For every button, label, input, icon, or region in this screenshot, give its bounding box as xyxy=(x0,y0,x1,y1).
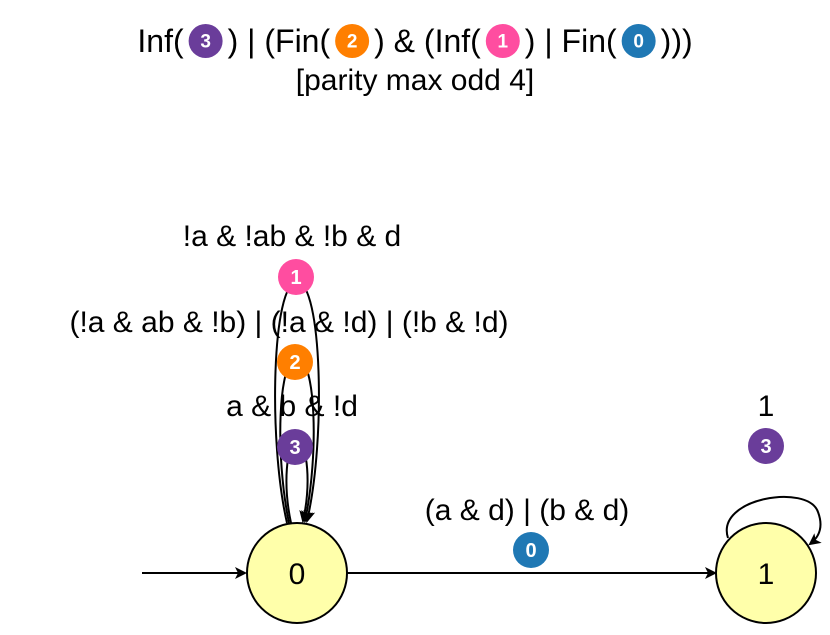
acceptance-badge-0: 0 xyxy=(621,24,656,58)
acc-mark-1-number: 1 xyxy=(498,31,509,52)
acc-mark-3-circle xyxy=(277,429,313,465)
state-0: 0 xyxy=(246,522,348,624)
acceptance-name: [parity max odd 4] xyxy=(296,64,534,97)
acc-mark-2-number: 2 xyxy=(289,352,300,374)
acc-badge-edge-0-0-loop-1: 1 xyxy=(278,259,314,295)
acceptance-badge-1: 1 xyxy=(485,24,520,58)
acceptance-text-part: ))) xyxy=(661,23,693,59)
state-0-circle xyxy=(246,522,348,624)
acc-mark-3-number: 3 xyxy=(200,31,211,52)
acc-mark-0-number: 0 xyxy=(633,31,644,52)
acc-badge-edge-0-1: 0 xyxy=(513,532,549,568)
acc-badge-edge-0-0-loop-2: 2 xyxy=(277,344,313,380)
acc-mark-1-circle xyxy=(278,259,314,295)
edge-0-0-loop-3-label: a & b & !d xyxy=(226,390,358,423)
acc-mark-2-circle xyxy=(335,24,370,58)
acc-badge-edge-1-1: 3 xyxy=(748,428,784,464)
state-1-label: 1 xyxy=(758,558,775,591)
acc-badge-edge-0-0-loop-3: 3 xyxy=(277,429,313,465)
acc-mark-0-circle xyxy=(513,532,549,568)
acc-mark-0-number: 0 xyxy=(525,540,536,562)
edge-1-1-loop xyxy=(725,495,822,546)
acc-mark-3-number: 3 xyxy=(289,437,300,459)
acceptance-text-part: Inf( xyxy=(137,23,184,59)
state-0-label: 0 xyxy=(289,558,306,591)
state-1: 1 xyxy=(715,522,817,624)
acceptance-text-part: ) | (Fin( xyxy=(228,23,331,59)
edge-1-1-label: 1 xyxy=(758,390,775,423)
acc-mark-2-number: 2 xyxy=(347,31,358,52)
acc-mark-3-circle xyxy=(188,24,223,58)
acc-mark-1-number: 1 xyxy=(290,267,301,289)
acc-mark-0-circle xyxy=(621,24,656,58)
acceptance-text-part: ) | Fin( xyxy=(525,23,617,59)
edge-0-0-loop-2-label: (!a & ab & !b) | (!a & !d) | (!b & !d) xyxy=(69,306,508,339)
edge-0-0-loop-1-label: !a & !ab & !b & d xyxy=(183,220,401,253)
acceptance-badge-2: 2 xyxy=(335,24,370,58)
acceptance-badge-3: 3 xyxy=(188,24,223,58)
edge-0-1-label: (a & d) | (b & d) xyxy=(425,494,630,527)
acc-mark-1-circle xyxy=(485,24,520,58)
acceptance-text-part: ) & (Inf( xyxy=(374,23,481,59)
state-1-circle xyxy=(715,522,817,624)
acceptance-condition: Inf( 3 ) | (Fin( 2 ) & (Inf( 1 ) | Fin( 0))) xyxy=(137,23,692,59)
acc-mark-2-circle xyxy=(277,344,313,380)
acc-mark-3-number: 3 xyxy=(760,436,771,458)
acc-mark-3-circle xyxy=(748,428,784,464)
